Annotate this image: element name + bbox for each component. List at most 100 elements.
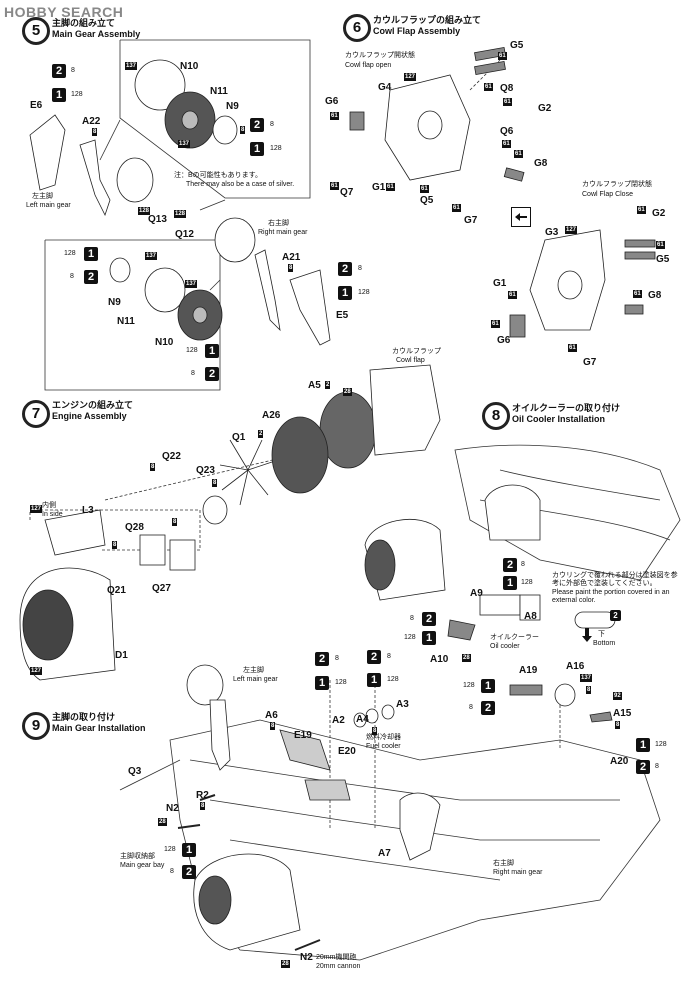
- color-box-8-g: 2: [422, 612, 436, 626]
- label-g6: G6: [325, 96, 339, 107]
- label-a26: A26: [262, 410, 281, 421]
- part-a16: [554, 683, 576, 707]
- label-q1: Q1: [232, 432, 246, 443]
- silver-note-jp: 注：Bの可能性もあります。: [174, 172, 262, 179]
- color-code-128-j: 128: [387, 676, 399, 683]
- left-gear-9-jp: 左主脚: [243, 667, 264, 674]
- label-e6: E6: [30, 100, 43, 111]
- tag-61-m: 61: [508, 291, 517, 299]
- label-q22: Q22: [162, 451, 181, 462]
- label-e5: E5: [336, 310, 349, 321]
- color-code-8-k: 8: [469, 704, 473, 711]
- cowl-close-en: Cowl Flap Close: [582, 191, 633, 198]
- engine-a5: [319, 391, 377, 469]
- label-n11b: N11: [117, 316, 135, 327]
- color-box-8-c: 2: [338, 262, 352, 276]
- label-e20: E20: [338, 746, 356, 757]
- right-gear-en: Right main gear: [258, 229, 308, 236]
- tag-127-c: 127: [30, 505, 43, 513]
- label-g4: G4: [378, 82, 392, 93]
- tag-137-e: 137: [580, 674, 593, 682]
- label-a22: A22: [82, 116, 101, 127]
- tag-61-e: 61: [502, 140, 511, 148]
- silver-note-en: There may also be a case of silver.: [186, 181, 295, 188]
- wheel-hub: [116, 157, 154, 203]
- tag-8-g: 8: [172, 518, 178, 526]
- left-gear-9-en: Left main gear: [233, 676, 278, 683]
- label-e19: E19: [294, 730, 312, 741]
- engine-a26: [271, 416, 329, 494]
- tag-127-b: 127: [565, 226, 578, 234]
- watermark: HOBBY SEARCH: [4, 4, 123, 20]
- step-9-title-jp: 主脚の取り付け: [52, 712, 116, 722]
- color-code-8-b: 8: [270, 121, 274, 128]
- oil-cooler-jp: オイルクーラー: [490, 634, 539, 641]
- cowl-flap-jp: カウルフラップ: [392, 348, 441, 355]
- cowl-flap: [369, 364, 441, 456]
- label-q8: Q8: [500, 83, 514, 94]
- tag-61-b: 61: [330, 112, 339, 120]
- tag-8-k: 8: [372, 727, 378, 735]
- strut-a21: [254, 249, 281, 332]
- color-code-8-e: 8: [191, 370, 195, 377]
- color-box-8-i: 2: [315, 652, 329, 666]
- label-q23: Q23: [196, 465, 215, 476]
- step-6-title-jp: カウルフラップの組み立て: [373, 15, 482, 25]
- part-a9: [479, 594, 521, 616]
- cowl-flap-en: Cowl flap: [396, 357, 425, 364]
- color-box-128-c: 1: [338, 286, 352, 300]
- label-a3: A3: [396, 699, 409, 710]
- tag-8-d: 8: [150, 463, 156, 471]
- tag-61-c: 61: [484, 83, 493, 91]
- label-n9b: N9: [108, 297, 121, 308]
- label-n9: N9: [226, 101, 239, 112]
- color-box-8-h: 2: [610, 610, 621, 621]
- label-n10: N10: [180, 61, 199, 72]
- label-a7: A7: [378, 848, 391, 859]
- color-code-128-f: 128: [521, 579, 533, 586]
- label-g1b: G1: [493, 278, 507, 289]
- bottom-en: Bottom: [593, 640, 616, 647]
- color-box-128-i: 1: [315, 676, 329, 690]
- color-box-8-k: 2: [481, 701, 495, 715]
- label-q5: Q5: [420, 195, 434, 206]
- wheel-n11b: [144, 267, 186, 313]
- part-q27: [169, 539, 196, 571]
- tag-61-g: 61: [330, 182, 339, 190]
- tag-137-b: 137: [178, 140, 191, 148]
- tag-8-e: 8: [212, 479, 218, 487]
- step-6-number: 6: [343, 14, 371, 42]
- color-box-128-j: 1: [367, 673, 381, 687]
- color-box-128-g: 1: [422, 631, 436, 645]
- tag-28-b: 28: [462, 654, 471, 662]
- tag-61-d: 61: [503, 98, 512, 106]
- paint-note-en: Please paint the portion covered in an e…: [552, 589, 670, 604]
- gear-bay-en: Main gear bay: [120, 862, 165, 869]
- inside-en: In side: [42, 511, 63, 518]
- gear-bay-jp: 主脚収納部: [120, 853, 155, 860]
- label-l3: L3: [82, 505, 94, 516]
- color-code-128-e: 128: [186, 347, 198, 354]
- color-code-128-m: 128: [164, 846, 176, 853]
- label-n11: N11: [210, 86, 228, 97]
- color-box-8-b: 2: [250, 118, 264, 132]
- color-box-8-a: 2: [52, 64, 66, 78]
- gear-q23: [202, 495, 228, 525]
- tag-61-p: 61: [568, 344, 577, 352]
- label-q21: Q21: [107, 585, 126, 596]
- part-a8: [519, 594, 541, 621]
- tag-61-n: 61: [633, 290, 642, 298]
- step-5-title-en: Main Gear Assembly: [52, 29, 141, 39]
- tag-8-f: 8: [112, 541, 118, 549]
- cowl-close-jp: カウルフラップ閉状態: [582, 181, 652, 188]
- tag-2-a: 2: [325, 381, 331, 389]
- color-code-8-i: 8: [335, 655, 339, 662]
- label-g5: G5: [510, 40, 524, 51]
- label-n2b: N2: [300, 952, 313, 963]
- label-g3b: G3: [545, 227, 559, 238]
- tag-61-l: 61: [656, 241, 665, 249]
- oil-cooler-en: Oil cooler: [490, 643, 520, 650]
- left-gear-jp: 左主脚: [32, 193, 53, 200]
- cowl-open-en: Cowl flap open: [345, 62, 392, 69]
- cowl-open-jp: カウルフラップ開状態: [345, 52, 415, 59]
